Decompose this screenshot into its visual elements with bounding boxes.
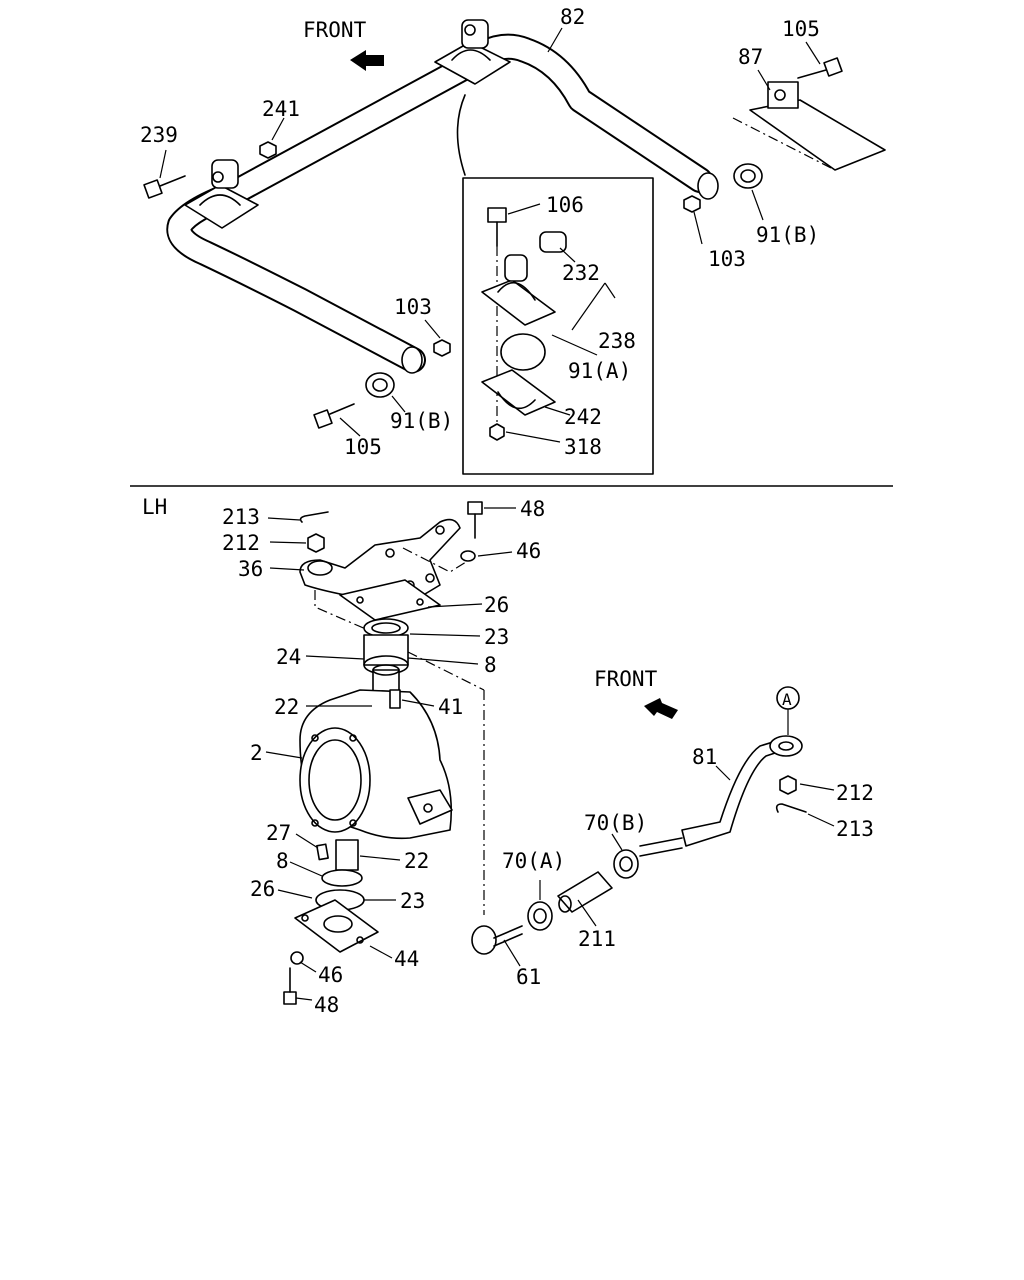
label-26-bottom: 26 bbox=[250, 877, 275, 901]
nut-103-left bbox=[433, 339, 451, 357]
kingpin-bearing-stack bbox=[363, 618, 409, 697]
clamp-211 bbox=[557, 871, 613, 913]
bolt-105-left bbox=[313, 403, 355, 429]
cotter-pin-213-bottom bbox=[775, 803, 807, 813]
label-232: 232 bbox=[562, 261, 600, 285]
washer-46-top bbox=[460, 550, 476, 562]
label-48-top: 48 bbox=[520, 497, 545, 521]
label-212-bottom: 212 bbox=[836, 781, 874, 805]
steering-arm-36 bbox=[299, 518, 461, 606]
label-41: 41 bbox=[438, 695, 463, 719]
bottom-leaders bbox=[265, 507, 835, 1001]
knuckle-tie-rod-assembly: LH bbox=[142, 495, 874, 1017]
stabilizer-bar-assembly: FRONT 82 105 87 241 239 106 232 238 91(A… bbox=[140, 5, 886, 475]
nut-103-right bbox=[683, 195, 701, 213]
tie-rod-81 bbox=[639, 686, 803, 857]
label-8-top: 8 bbox=[484, 653, 497, 677]
bolt-239 bbox=[143, 175, 186, 199]
cotter-pin-213-top bbox=[299, 511, 329, 523]
label-106: 106 bbox=[546, 193, 584, 217]
label-23-top: 23 bbox=[484, 625, 509, 649]
label-23-bottom: 23 bbox=[400, 889, 425, 913]
knuckle-body-2 bbox=[299, 689, 453, 840]
tie-rod-end-61 bbox=[471, 925, 523, 955]
front-label-top: FRONT bbox=[303, 18, 367, 42]
label-103-right: 103 bbox=[708, 247, 746, 271]
label-24: 24 bbox=[276, 645, 301, 669]
label-36: 36 bbox=[238, 557, 263, 581]
bolt-105-right bbox=[797, 57, 843, 79]
label-318: 318 bbox=[564, 435, 602, 459]
kingpin-lower bbox=[283, 839, 379, 1005]
label-242: 242 bbox=[564, 405, 602, 429]
gasket-26-top bbox=[339, 579, 441, 621]
stabilizer-bar bbox=[166, 33, 719, 374]
nut-70b bbox=[613, 849, 639, 879]
label-239: 239 bbox=[140, 123, 178, 147]
nut-212-top bbox=[307, 533, 325, 553]
bolt-48-top bbox=[467, 501, 483, 539]
label-70a: 70(A) bbox=[502, 849, 565, 873]
detail-inset bbox=[456, 94, 654, 475]
label-26-top: 26 bbox=[484, 593, 509, 617]
bracket-87 bbox=[732, 81, 886, 171]
label-46-top: 46 bbox=[516, 539, 541, 563]
bushing-91b-right bbox=[733, 163, 763, 189]
label-105-left: 105 bbox=[344, 435, 382, 459]
label-87: 87 bbox=[738, 45, 763, 69]
label-238: 238 bbox=[598, 329, 636, 353]
label-46-bottom: 46 bbox=[318, 963, 343, 987]
label-91b-left: 91(B) bbox=[390, 409, 453, 433]
label-91b-right: 91(B) bbox=[756, 223, 819, 247]
label-241: 241 bbox=[262, 97, 300, 121]
label-91a: 91(A) bbox=[568, 359, 631, 383]
nut-212-bottom bbox=[779, 775, 797, 795]
nut-70a bbox=[527, 901, 553, 931]
label-48-bottom: 48 bbox=[314, 993, 339, 1017]
front-label-bottom: FRONT bbox=[594, 667, 658, 691]
dash-arm-right bbox=[402, 547, 467, 573]
top-leaders bbox=[159, 27, 821, 443]
bushing-91b-left bbox=[365, 372, 395, 398]
bar-clamp-left bbox=[184, 159, 259, 229]
label-105-right: 105 bbox=[782, 17, 820, 41]
label-211: 211 bbox=[578, 927, 616, 951]
label-22-bottom: 22 bbox=[404, 849, 429, 873]
nut-241 bbox=[259, 141, 277, 159]
label-44: 44 bbox=[394, 947, 419, 971]
label-213-top: 213 bbox=[222, 505, 260, 529]
side-label: LH bbox=[142, 495, 167, 519]
label-61: 61 bbox=[516, 965, 541, 989]
front-arrow-icon bbox=[350, 50, 384, 71]
label-27: 27 bbox=[266, 821, 291, 845]
label-82: 82 bbox=[560, 5, 585, 29]
label-213-bottom: 213 bbox=[836, 817, 874, 841]
kingpin-axis bbox=[407, 651, 485, 691]
front-arrow-bottom-icon bbox=[644, 698, 678, 719]
circle-a-label: A bbox=[782, 690, 792, 709]
label-8-bottom: 8 bbox=[276, 849, 289, 873]
label-103-left: 103 bbox=[394, 295, 432, 319]
label-70b: 70(B) bbox=[584, 811, 647, 835]
bar-clamp-center bbox=[434, 19, 511, 85]
label-2: 2 bbox=[250, 741, 263, 765]
label-81: 81 bbox=[692, 745, 717, 769]
dash-arm bbox=[314, 590, 369, 631]
label-22-top: 22 bbox=[274, 695, 299, 719]
label-212-top: 212 bbox=[222, 531, 260, 555]
